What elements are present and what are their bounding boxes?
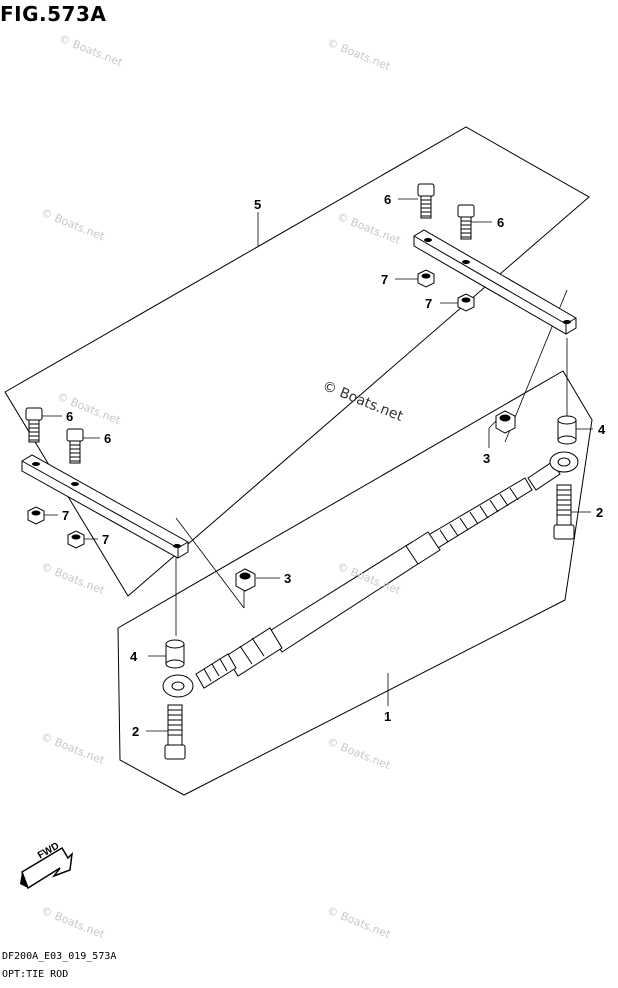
nut-7-upper-a (417, 269, 435, 288)
nut-7-lower-b (67, 530, 85, 549)
group-box-5 (4, 126, 590, 597)
nut-7-lower-a (27, 506, 45, 525)
bolt-6-upper-a (417, 183, 435, 219)
callout-7: 7 (62, 508, 70, 523)
callout-2: 2 (132, 724, 140, 739)
diagram-caption: OPT:TIE ROD (2, 969, 69, 980)
bolt-2-lower (164, 704, 186, 760)
diagram-code: DF200A_E03_019_573A (2, 951, 117, 962)
callout-7: 7 (381, 272, 389, 287)
bolt-6-lower-a (25, 407, 43, 443)
callout-1: 1 (384, 709, 392, 724)
callout-7: 7 (425, 296, 433, 311)
callout-2: 2 (596, 505, 604, 520)
tie-rod (162, 451, 579, 698)
bolt-6-lower-b (66, 428, 84, 464)
bracket-plate-upper (413, 229, 577, 335)
callout-5: 5 (254, 197, 262, 212)
callout-6: 6 (384, 192, 392, 207)
bolt-2-upper (553, 484, 575, 540)
collar-4-lower (165, 639, 185, 669)
bracket-plate-lower (21, 454, 189, 559)
callout-4: 4 (598, 422, 606, 437)
fwd-arrow-icon (20, 846, 74, 890)
callout-6: 6 (497, 215, 505, 230)
callout-3: 3 (483, 451, 491, 466)
locknut-3-upper (495, 410, 516, 434)
group-box-1 (117, 370, 593, 796)
collar-4-upper (557, 415, 577, 445)
locknut-3-lower (235, 568, 256, 592)
callout-6: 6 (66, 409, 74, 424)
callout-6: 6 (104, 431, 112, 446)
callout-7: 7 (102, 532, 110, 547)
callout-3: 3 (284, 571, 292, 586)
nut-7-upper-b (457, 293, 475, 312)
leader-lines (40, 198, 593, 732)
bolt-6-upper-b (457, 204, 475, 240)
figure-title: FIG.573A (0, 2, 107, 26)
callout-4: 4 (130, 649, 138, 664)
